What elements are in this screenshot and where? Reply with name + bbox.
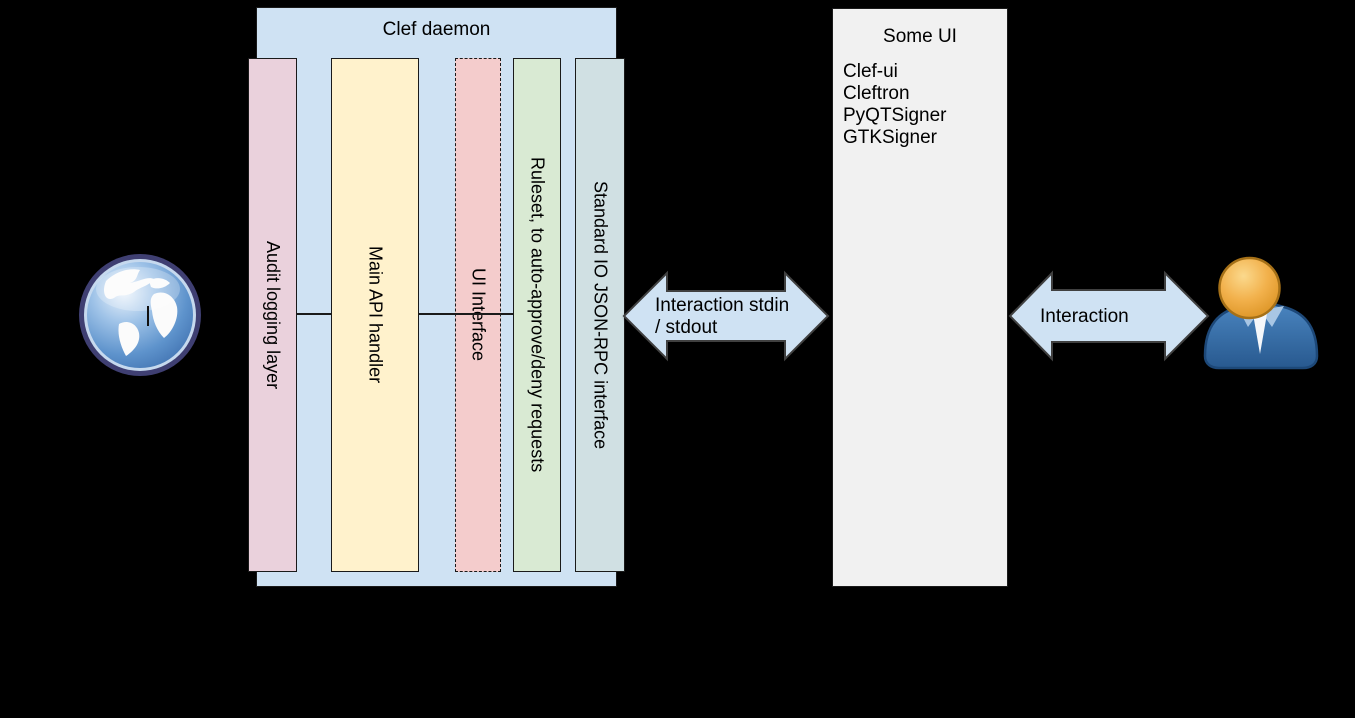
stdio-arrow-label-line2: / stdout xyxy=(655,317,718,338)
bar-main-api-handler: Main API handler xyxy=(331,58,419,572)
list-item: GTKSigner xyxy=(843,127,937,148)
stdio-arrow-label: Interaction stdin / stdout xyxy=(655,295,789,339)
clef-daemon-title: Clef daemon xyxy=(382,19,491,40)
user-icon xyxy=(1203,256,1319,370)
globe-icon xyxy=(79,254,201,376)
some-ui-box: Some UI Clef-ui Cleftron PyQTSigner GTKS… xyxy=(832,8,1008,587)
bar-ruleset: Ruleset, to auto-approve/deny requests xyxy=(513,58,561,572)
list-item: Clef-ui xyxy=(843,61,898,82)
clef-daemon-box xyxy=(256,7,617,587)
bar-stdio-label: Standard IO JSON-RPC interface xyxy=(590,180,611,450)
bar-ruleset-label: Ruleset, to auto-approve/deny requests xyxy=(527,157,548,473)
connector-line-segment xyxy=(297,313,331,315)
stdio-arrow-label-line1: Interaction stdin xyxy=(655,295,790,316)
bar-ui-interface: UI Interface xyxy=(455,58,501,572)
list-item: Cleftron xyxy=(843,83,910,104)
user-arrow-label: Interaction xyxy=(1040,306,1129,327)
list-item: PyQTSigner xyxy=(843,105,947,126)
double-arrow-user xyxy=(1008,270,1210,362)
globe-connector-tick xyxy=(147,306,149,326)
double-arrow-stdio xyxy=(622,270,830,362)
some-ui-list: Clef-ui Cleftron PyQTSigner GTKSigner xyxy=(843,61,1007,149)
bar-stdio-jsonrpc-interface: Standard IO JSON-RPC interface xyxy=(575,58,625,572)
some-ui-title: Some UI xyxy=(883,26,957,47)
bar-audit-logging-layer: Audit logging layer xyxy=(248,58,297,572)
connector-line-segment xyxy=(419,313,513,315)
bar-main-label: Main API handler xyxy=(365,246,386,384)
bar-audit-label: Audit logging layer xyxy=(263,240,283,390)
